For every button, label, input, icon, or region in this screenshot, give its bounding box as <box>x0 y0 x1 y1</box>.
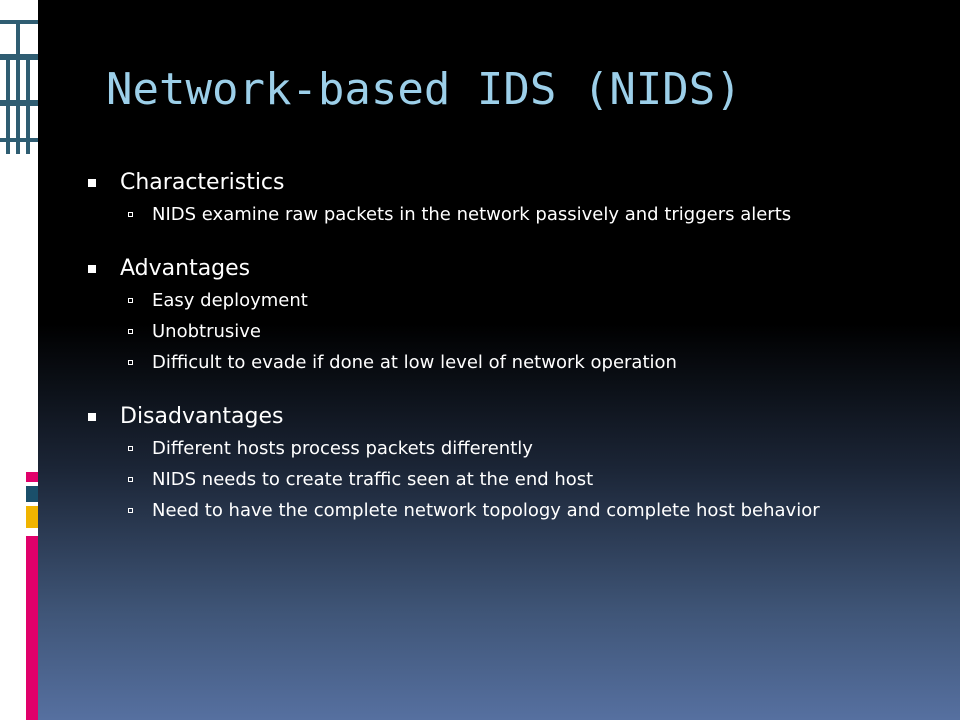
filled-square-bullet-icon <box>88 265 96 273</box>
list-item: Unobtrusive <box>84 321 944 343</box>
list-item: NIDS examine raw packets in the network … <box>84 204 944 226</box>
slide-content: Characteristics NIDS examine raw packets… <box>84 166 944 548</box>
section-characteristics: Characteristics NIDS examine raw packets… <box>84 166 944 226</box>
section-heading: Disadvantages <box>120 404 284 429</box>
filled-square-bullet-icon <box>88 413 96 421</box>
accent-block-magenta-tall <box>26 536 38 720</box>
list-item: Need to have the complete network topolo… <box>84 500 944 522</box>
hollow-square-bullet-icon <box>128 446 133 451</box>
accent-block-teal <box>26 486 38 502</box>
list-item: Different hosts process packets differen… <box>84 438 944 460</box>
hollow-square-bullet-icon <box>128 212 133 217</box>
accent-block-magenta <box>26 472 38 482</box>
decorative-line <box>6 54 10 154</box>
list-item: Difficult to evade if done at low level … <box>84 352 944 374</box>
decorative-line <box>16 20 20 154</box>
hollow-square-bullet-icon <box>128 298 133 303</box>
hollow-square-bullet-icon <box>128 329 133 334</box>
section-disadvantages: Disadvantages Different hosts process pa… <box>84 400 944 522</box>
section-heading: Characteristics <box>120 170 285 195</box>
slide-title: Network-based IDS (NIDS) <box>106 64 742 115</box>
list-item: NIDS needs to create traffic seen at the… <box>84 469 944 491</box>
list-item: Easy deployment <box>84 290 944 312</box>
accent-block-yellow <box>26 506 38 528</box>
hollow-square-bullet-icon <box>128 508 133 513</box>
section-heading: Advantages <box>120 256 251 281</box>
hollow-square-bullet-icon <box>128 360 133 365</box>
decorative-line <box>26 54 30 154</box>
filled-square-bullet-icon <box>88 179 96 187</box>
hollow-square-bullet-icon <box>128 477 133 482</box>
section-advantages: Advantages Easy deployment Unobtrusive D… <box>84 252 944 374</box>
